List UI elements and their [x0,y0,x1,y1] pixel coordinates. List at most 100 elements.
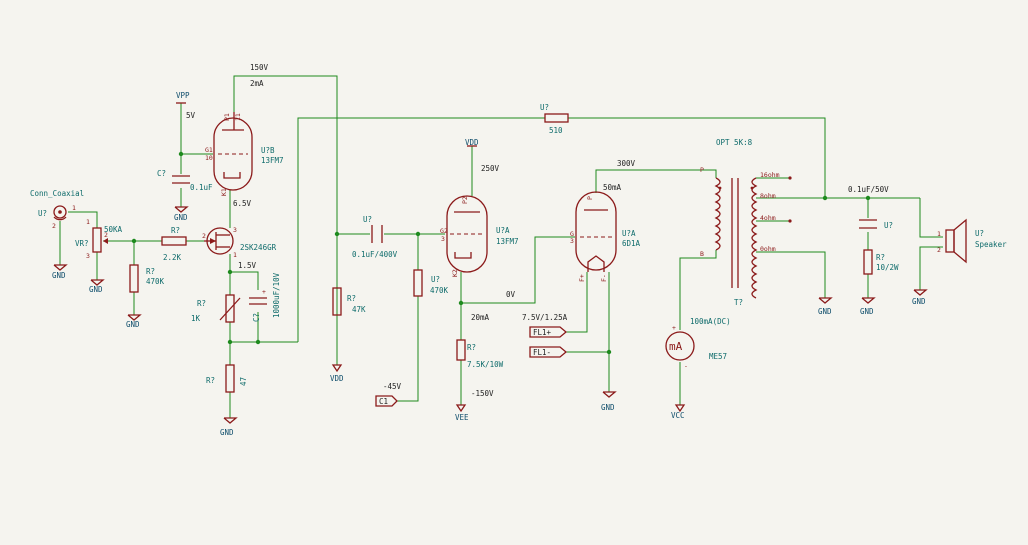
label-u7a-val: 6D1A [622,239,641,248]
label-vdd-bottom: VDD [330,374,344,383]
label-r-2.2k-ref: R? [171,226,180,235]
svg-text:2: 2 [52,222,56,230]
label-gnd7: GND [818,307,832,316]
label-pin-p: P [700,166,704,174]
label-meter-symbol: mA [669,340,683,353]
tube-u9b[interactable]: P1 11 G1 10 K1 [205,112,253,196]
resistor-1k-variable[interactable] [219,294,241,323]
wires [59,75,943,418]
label-1.5v: 1.5V [238,261,257,270]
svg-text:P2: P2 [461,196,469,204]
label-cc-val: 0.1uF/400V [352,250,398,259]
label-6.5v: 6.5V [233,199,252,208]
svg-text:F-: F- [600,274,608,282]
svg-text:1: 1 [72,204,76,212]
capacitor-0.1uf-400v[interactable] [371,225,383,243]
label-minus150v: -150V [471,389,494,398]
svg-text:3: 3 [441,235,445,243]
label-r-1k-val: 1K [191,314,201,323]
label-gnd2: GND [52,271,66,280]
capacitor-0.1uf-50v[interactable] [859,219,877,229]
label-gnd9: GND [912,297,926,306]
svg-text:-: - [684,362,688,370]
svg-text:+: + [262,288,266,296]
speaker[interactable]: 1 2 [937,218,967,264]
svg-text:11: 11 [234,113,242,121]
label-fl1-minus [529,346,568,358]
label-r-1k-ref: R? [197,299,206,308]
resistor-7.5k[interactable] [456,339,466,361]
resistor-47k[interactable] [332,287,342,316]
label-gnd3: GND [89,285,103,294]
svg-text:G: G [570,230,574,238]
output-transformer[interactable] [714,176,792,299]
svg-text:K2: K2 [451,269,459,277]
label-jfet: 2SK246GR [240,243,277,252]
label-c1 [375,395,398,407]
label-r-2.2k-val: 2.2K [163,253,182,262]
label-u9b-ref: U?B [261,146,275,155]
svg-text:2: 2 [104,231,108,239]
label-coax-u: U? [38,209,47,218]
label-u9b-val: 13FM7 [261,156,284,165]
label-1000uf: 1000uF/10V [272,272,281,318]
jfet-2sk246[interactable]: 2 3 1 [202,226,237,259]
label-0ohm: 0ohm [760,245,776,253]
label-t-ref: T? [734,298,743,307]
label-0v: 0V [506,290,516,299]
resistor-470k-gate[interactable] [129,264,139,293]
svg-text:2: 2 [937,246,941,254]
label-300v: 300V [617,159,636,168]
label-vr-ref: VR? [75,239,89,248]
label-c1-flag: C1 [379,397,388,406]
label-gnd8: GND [860,307,874,316]
label-vcc: VCC [671,411,685,420]
svg-text:3: 3 [86,252,90,260]
label-c7-ref: C? [252,313,261,322]
label-50ma: 50mA [603,183,622,192]
label-rfb-val: 510 [549,126,563,135]
svg-text:G2: G2 [440,227,448,235]
label-gnd1: GND [174,213,188,222]
label-coax-ref: Conn_Coaxial [30,189,84,198]
label-rfb-ref: U? [540,103,549,112]
label-rz-val: 10/2W [876,263,899,272]
svg-text:3: 3 [570,237,574,245]
label-minus45v: -45V [383,382,402,391]
label-150v: 150V [250,63,269,72]
label-rg-val: 470K [430,286,449,295]
label-8ohm: 8ohm [760,192,776,200]
svg-text:10: 10 [205,154,213,162]
resistor-510[interactable] [544,113,569,123]
resistor-470k-grid[interactable] [413,269,423,297]
label-cout: 0.1uF/50V [848,185,889,194]
labels: 150V 2mA VPP 5V U?B 13FM7 C? 0.1uF GND 6… [30,63,1007,437]
ammeter-me57[interactable]: + - [665,324,695,370]
label-rg-ref: U? [431,275,440,284]
svg-text:K1: K1 [220,188,228,196]
capacitor-1000uf[interactable]: + [249,288,267,305]
label-u9a-val: 13FM7 [496,237,519,246]
tube-u9a[interactable]: P2 G2 3 K2 [440,195,488,277]
ground-symbols [53,206,928,424]
label-5v: 5V [186,111,196,120]
label-cc-ref: U? [363,215,372,224]
svg-text:F+: F+ [578,274,586,282]
svg-text:1: 1 [86,218,90,226]
svg-text:+: + [672,324,676,332]
junctions [131,151,871,355]
label-20ma: 20mA [471,313,490,322]
label-r-47-val: 47 [239,377,248,386]
svg-text:3: 3 [233,226,237,234]
svg-text:1: 1 [937,230,941,238]
capacitor-c-0.1uf[interactable] [172,175,190,184]
tube-6d1a[interactable]: P G 3 F+ F- [570,191,617,282]
label-rk-val: 7.5K/10W [467,360,504,369]
label-rk-ref: R? [467,343,476,352]
resistor-47[interactable] [225,364,235,393]
resistor-10ohm[interactable] [863,249,873,275]
coax-connector[interactable]: 1 2 [52,204,76,230]
label-gnd5: GND [220,428,234,437]
potentiometer-vr[interactable]: 1 2 3 [86,218,108,260]
resistor-2.2k[interactable] [161,236,187,246]
